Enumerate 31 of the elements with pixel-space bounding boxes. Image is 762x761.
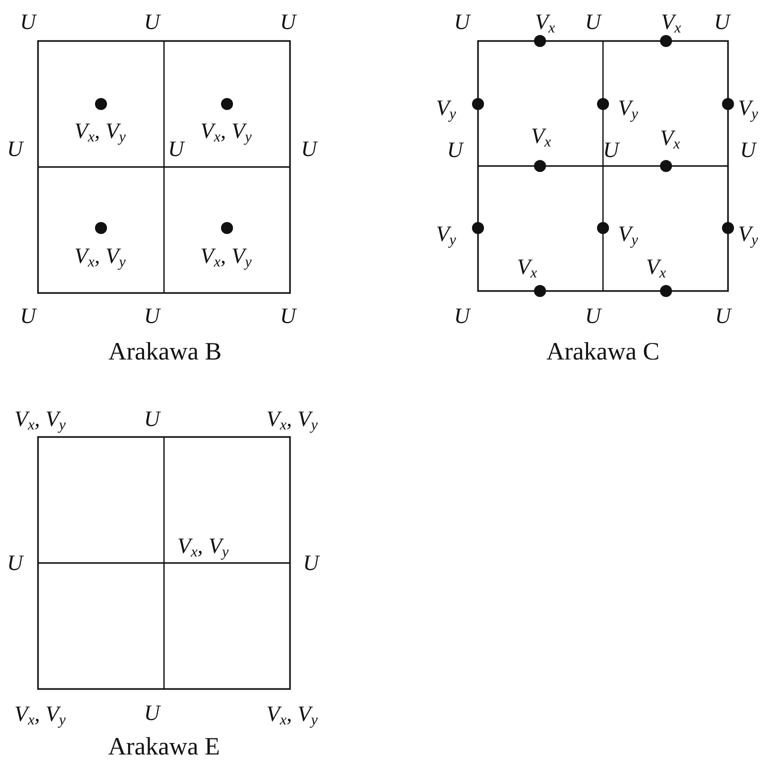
grid-caption: Arakawa C (546, 340, 660, 364)
grid-variable-label: V$_{x}$ (530, 125, 552, 147)
grid-variable-label: U (714, 11, 730, 33)
grid-variable-label: V$_{x}$ (534, 11, 556, 33)
grid-variable-label: U (585, 11, 601, 33)
grid-variable-label: U (303, 552, 319, 574)
grid-variable-label: U (20, 11, 36, 33)
grid-caption: Arakawa E (108, 734, 220, 760)
grid-variable-label: U (280, 305, 296, 327)
grid-variable-label: V$_{x}$ (646, 256, 666, 278)
grid-caption: Arakawa B (108, 340, 222, 364)
grid-variable-label: U (168, 138, 184, 160)
grid-variable-label: U (715, 305, 731, 327)
grid-variable-label: U (454, 305, 470, 327)
grid-variable-label: U (7, 552, 23, 574)
grid-variable-label: V$_{x}$ (516, 256, 538, 278)
grid-variable-label: U (454, 11, 470, 33)
grid-variable-label: V$_{x}$ (660, 11, 682, 33)
grid-variable-label: U (144, 305, 160, 327)
grid-variable-label: U (144, 408, 160, 430)
grid-variable-label: U (301, 138, 317, 160)
grid-variable-label: V$_{x}$ (660, 127, 680, 149)
grid-variable-label: U (585, 305, 601, 327)
grid-variable-label: U (603, 139, 619, 161)
grid-variable-label: U (740, 139, 756, 161)
grid-variable-label: U (280, 11, 296, 33)
grid-variable-label: U (144, 702, 160, 724)
grid-variable-label: U (144, 11, 160, 33)
grid-variable-label: U (7, 138, 23, 160)
grid-variable-label: U (447, 139, 463, 161)
grid-variable-label: U (20, 305, 36, 327)
